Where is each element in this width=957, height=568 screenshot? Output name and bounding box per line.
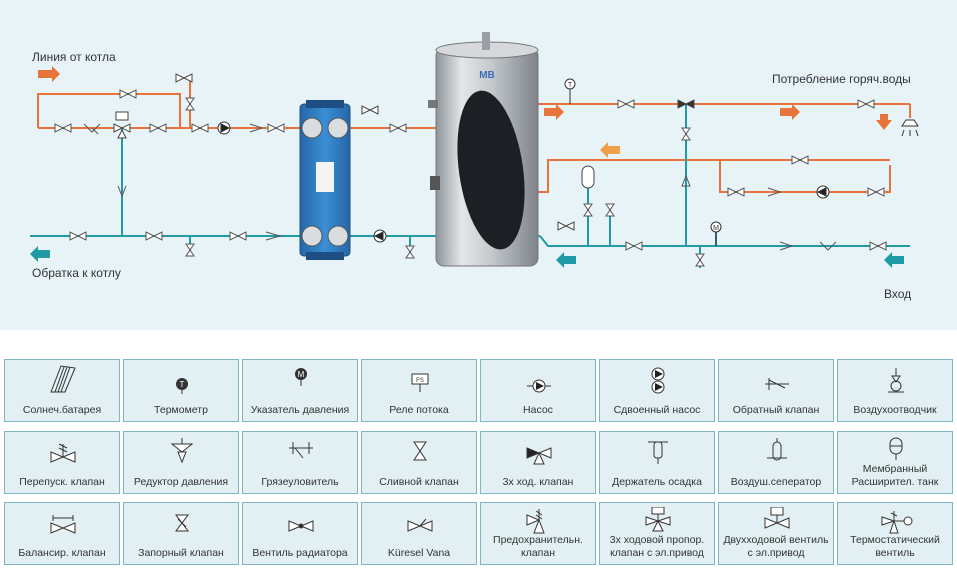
pressure-gauge-icon: M bbox=[295, 368, 307, 386]
drain-valve-icon bbox=[413, 441, 427, 461]
legend-label: Перепуск. клапан bbox=[19, 476, 105, 488]
legend-label: Термостатический вентиль bbox=[850, 534, 940, 559]
bypass-valve-icon bbox=[50, 443, 76, 463]
flow-arrows bbox=[30, 66, 904, 268]
thermometer-symbol-text: T bbox=[568, 82, 573, 89]
label-boiler-return: Обратка к котлу bbox=[32, 266, 121, 280]
legend-cell-air-separator: Воздуш.сеператор bbox=[718, 431, 834, 494]
gauge-icon-text: M bbox=[298, 370, 305, 379]
expansion-tank bbox=[581, 165, 595, 189]
plate-heat-exchanger bbox=[299, 100, 351, 260]
strainer-icon bbox=[289, 442, 313, 459]
legend-cell-expansion-tank: Мембранный Расширител. танк bbox=[837, 431, 953, 494]
motorized-3way-valve-icon bbox=[645, 507, 671, 532]
safety-valves bbox=[175, 73, 575, 231]
pumps bbox=[217, 121, 830, 243]
legend-cell-ball-valve: Küresel Vana bbox=[361, 502, 477, 565]
legend-label: Запорный клапан bbox=[138, 547, 224, 559]
legend-label: Мембранный Расширител. танк bbox=[851, 463, 939, 488]
shower-head-icon bbox=[901, 119, 919, 137]
flow-switch-icon-text: FS bbox=[416, 378, 424, 384]
storage-tank bbox=[428, 32, 539, 267]
fittings bbox=[83, 123, 837, 251]
legend-cell-drain-valve: Сливной клапан bbox=[361, 431, 477, 494]
legend-label: Сливной клапан bbox=[379, 476, 459, 488]
piping-diagram: T M MB bbox=[0, 0, 957, 330]
legend-label: Редуктор давления bbox=[133, 476, 229, 488]
legend-label: Вентиль радиатора bbox=[252, 547, 348, 559]
legend-cell-solar-collector: Солнеч.батарея bbox=[4, 359, 120, 422]
legend-label: Держатель осадка bbox=[612, 476, 702, 488]
legend-cell-pressure-gauge: M Указатель давления bbox=[242, 359, 358, 422]
instruments bbox=[564, 78, 722, 246]
legend-cell-three-way-valve: 3х ход. клапан bbox=[480, 431, 596, 494]
legend-label: Воздухоотводчик bbox=[853, 404, 937, 416]
motorized-2way-valve-icon bbox=[764, 507, 790, 529]
air-separator-icon bbox=[767, 438, 787, 461]
solar-collector-icon bbox=[50, 365, 76, 393]
legend-cell-bypass-valve: Перепуск. клапан bbox=[4, 431, 120, 494]
legend-cell-flow-switch: FS Реле потока bbox=[361, 359, 477, 422]
legend-cell-balancing-valve: Балансир. клапан bbox=[4, 502, 120, 565]
valves bbox=[54, 89, 887, 267]
legend-label: Küresel Vana bbox=[387, 547, 451, 559]
legend-label: Грязеуловитель bbox=[261, 476, 339, 488]
safety-valve-icon bbox=[526, 509, 545, 534]
legend-cell-radiator-valve: Вентиль радиатора bbox=[242, 502, 358, 565]
legend-cell-air-vent: Воздухоотводчик bbox=[837, 359, 953, 422]
shutoff-valve-icon bbox=[175, 514, 189, 532]
legend-cell-motorized-2way-valve: Двухходовой вентиль с эл.привод bbox=[718, 502, 834, 565]
legend-cell-pump: Насос bbox=[480, 359, 596, 422]
legend-label: Реле потока bbox=[389, 404, 449, 416]
label-boiler-supply: Линия от котла bbox=[32, 50, 116, 64]
label-hot-water-use: Потребление горяч.воды bbox=[772, 72, 911, 86]
legend-cell-motorized-3way-valve: 3х ходовой пропор. клапан с эл.привод bbox=[599, 502, 715, 565]
legend-cell-sediment-holder: Держатель осадка bbox=[599, 431, 715, 494]
pump-icon bbox=[527, 379, 551, 393]
legend-label: Обратный клапан bbox=[732, 404, 820, 416]
balancing-valve-icon bbox=[50, 515, 76, 534]
twin-pump-icon bbox=[651, 367, 665, 394]
thermometer-icon: T bbox=[176, 378, 188, 394]
gauge-symbol-text: M bbox=[713, 225, 719, 232]
symbol-legend: Солнеч.батарея T Термометр M Указатель д… bbox=[4, 359, 956, 567]
pressure-reducer-icon bbox=[170, 438, 194, 464]
three-way-valves bbox=[113, 99, 695, 139]
legend-cell-twin-pump: Сдвоенный насос bbox=[599, 359, 715, 422]
legend-label: Солнеч.батарея bbox=[22, 404, 102, 416]
legend-label: Балансир. клапан bbox=[18, 547, 106, 559]
expansion-tank-icon bbox=[889, 437, 903, 460]
legend-cell-pressure-reducer: Редуктор давления bbox=[123, 431, 239, 494]
legend-label: Насос bbox=[523, 404, 553, 416]
legend-label: Воздуш.сеператор bbox=[730, 476, 822, 488]
legend-label: Предохранительн. клапан bbox=[493, 534, 583, 559]
legend-cell-strainer: Грязеуловитель bbox=[242, 431, 358, 494]
legend-label: Термометр bbox=[154, 404, 208, 416]
check-valve-icon bbox=[765, 378, 789, 390]
thermometer-icon-text: T bbox=[180, 380, 185, 389]
legend-cell-safety-valve: Предохранительн. клапан bbox=[480, 502, 596, 565]
flow-switch-icon: FS bbox=[411, 373, 429, 392]
three-way-valve-icon bbox=[526, 447, 552, 465]
legend-label: Указатель давления bbox=[250, 404, 350, 416]
sediment-holder-icon bbox=[648, 441, 668, 464]
legend-label: Двухходовой вентиль с эл.привод bbox=[723, 534, 829, 559]
legend-label: 3х ходовой пропор. клапан с эл.привод bbox=[609, 534, 705, 559]
label-inlet: Вход bbox=[884, 287, 912, 301]
radiator-valve-icon bbox=[288, 520, 314, 532]
legend-label: 3х ход. клапан bbox=[502, 476, 574, 488]
air-vent-icon bbox=[888, 368, 904, 393]
legend-cell-check-valve: Обратный клапан bbox=[718, 359, 834, 422]
tank-logo: MB bbox=[479, 70, 495, 81]
legend-cell-thermostatic-valve: Термостатический вентиль bbox=[837, 502, 953, 565]
legend-label: Сдвоенный насос bbox=[613, 404, 701, 416]
legend-cell-shutoff-valve: Запорный клапан bbox=[123, 502, 239, 565]
thermostatic-valve-icon bbox=[881, 511, 913, 534]
legend-cell-thermometer: T Термометр bbox=[123, 359, 239, 422]
piping-schematic: T M MB bbox=[30, 32, 919, 268]
ball-valve-icon bbox=[407, 518, 433, 532]
